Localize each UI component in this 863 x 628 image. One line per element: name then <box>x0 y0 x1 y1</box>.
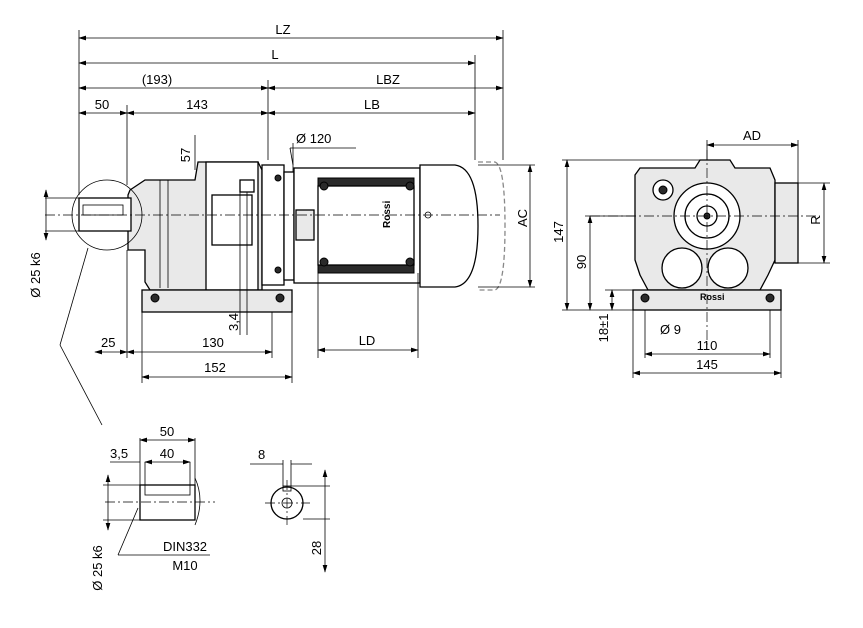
brake-option-outline <box>478 161 506 291</box>
dim-label-130: 130 <box>202 335 224 350</box>
motor-bore-right <box>707 247 749 289</box>
dim-label-145: 145 <box>696 357 718 372</box>
motor-brand: Rossi <box>382 201 393 228</box>
end-view: Rossi AD R 147 90 18±1 Ø 9 <box>551 128 830 378</box>
motor-flange <box>261 164 285 286</box>
dim-label-110: 110 <box>697 338 718 353</box>
dim-label-d120: Ø 120 <box>296 131 331 146</box>
dim-label-50: 50 <box>95 97 109 112</box>
motor-fins-top <box>317 177 415 187</box>
dim-label-l: L <box>271 47 278 62</box>
dim-label-lb: LB <box>364 97 380 112</box>
dim-label-147: 147 <box>551 221 566 243</box>
side-view: LZ L (193) LBZ 50 143 LB Ø 120 57 <box>28 22 535 426</box>
dim-label-25: 25 <box>101 335 115 350</box>
dim-label-193: (193) <box>142 72 172 87</box>
output-shaft <box>78 197 132 232</box>
end-brand: Rossi <box>700 292 725 302</box>
motor-fan-cover <box>419 164 479 288</box>
dim-label-3-4: 3,4 <box>226 313 241 331</box>
motor-fins-bottom <box>317 264 415 274</box>
shaft-detail: 50 40 3,5 Ø 25 k6 DIN332 M10 8 28 <box>90 424 330 591</box>
detail-dim-50: 50 <box>160 424 174 439</box>
dim-label-d9: Ø 9 <box>660 322 681 337</box>
dim-label-ac: AC <box>515 209 530 227</box>
dim-label-ld: LD <box>359 333 376 348</box>
dim-label-lbz: LBZ <box>376 72 400 87</box>
dim-label-shaft-dia: Ø 25 k6 <box>28 252 43 298</box>
dim-label-143: 143 <box>186 97 208 112</box>
dim-label-57: 57 <box>178 148 193 162</box>
dim-label-r: R <box>808 215 823 224</box>
detail-dim-3-5: 3,5 <box>110 446 128 461</box>
dim-label-152: 152 <box>204 360 226 375</box>
detail-shaft <box>139 484 196 521</box>
base-foot <box>141 289 293 313</box>
dim-label-ad: AD <box>743 128 761 143</box>
detail-dim-8: 8 <box>258 447 265 462</box>
detail-note-thread: M10 <box>172 558 197 573</box>
detail-key <box>144 484 191 496</box>
dim-label-lz: LZ <box>275 22 290 37</box>
output-flange-side <box>774 182 799 264</box>
dim-label-90: 90 <box>574 255 589 269</box>
detail-dim-28: 28 <box>309 541 324 555</box>
dim-label-18: 18±1 <box>596 314 611 343</box>
motor-bore-left <box>661 247 703 289</box>
gearbox-inspection-cover <box>211 194 253 246</box>
detail-dim-shaft-dia: Ø 25 k6 <box>90 545 105 591</box>
terminal-box <box>317 185 415 266</box>
detail-dim-40: 40 <box>160 446 174 461</box>
detail-note-din: DIN332 <box>163 539 207 554</box>
